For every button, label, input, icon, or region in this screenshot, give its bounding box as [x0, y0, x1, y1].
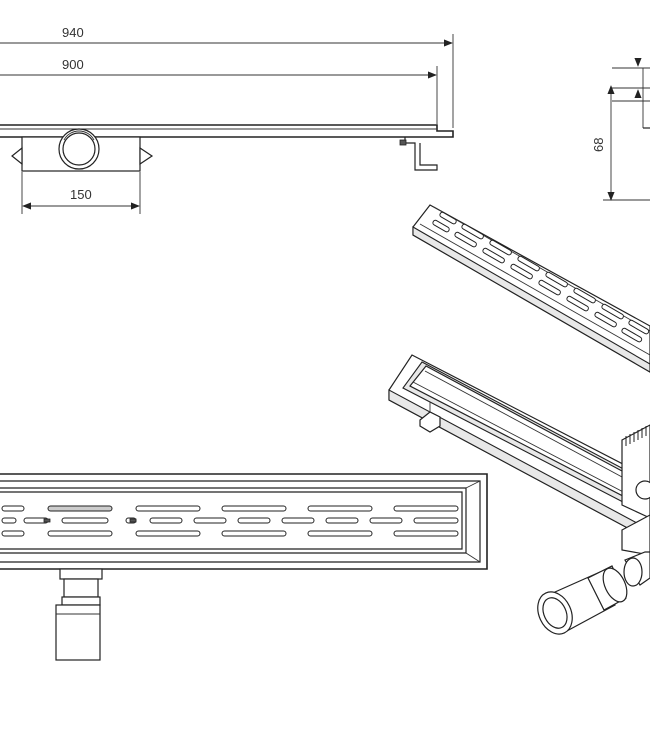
side-elevation-view: 940 900 150 — [0, 25, 454, 214]
left-bracket — [11, 146, 23, 166]
iso-grate-slots — [432, 211, 650, 343]
cross-section-view: 68 — [591, 57, 650, 201]
plan-grate-edge — [0, 487, 467, 554]
dim-label-150: 150 — [70, 187, 92, 202]
plan-view — [0, 473, 488, 661]
dim-label-68: 68 — [591, 138, 606, 152]
outlet-pipe-inner — [62, 132, 96, 166]
isometric-view — [388, 204, 650, 635]
plan-grate-slots — [1, 505, 459, 537]
dim-label-940: 940 — [62, 25, 84, 40]
dim-label-900: 900 — [62, 57, 84, 72]
right-bracket — [139, 146, 154, 166]
plan-outlet-pipe — [55, 604, 101, 661]
iso-grate — [412, 204, 650, 373]
channel-profile — [0, 124, 454, 138]
iso-channel — [388, 354, 650, 556]
iso-trap-comb — [625, 426, 647, 446]
support-foot — [404, 137, 438, 171]
plan-outlet — [55, 568, 103, 661]
plan-outer-frame — [0, 473, 488, 570]
iso-outlet-pipes — [537, 551, 650, 635]
